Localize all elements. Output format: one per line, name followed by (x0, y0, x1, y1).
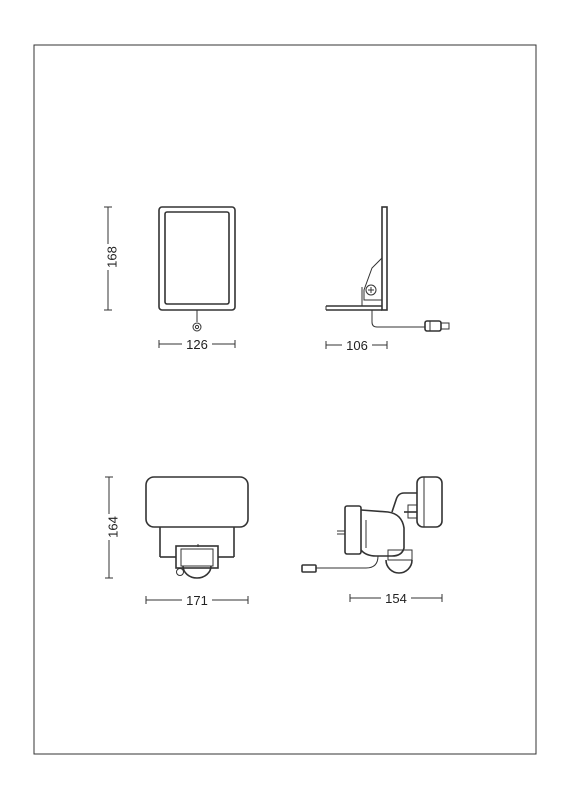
dimension-panel-width: 126 (158, 336, 236, 352)
solar-panel-side-view (325, 206, 450, 332)
dimension-label-panel-height: 168 (104, 246, 119, 268)
dimension-lamp-width: 171 (145, 592, 249, 608)
dimension-panel-depth: 106 (325, 337, 388, 353)
dimension-panel-height: 168 (100, 206, 119, 311)
lamp-front-view (145, 476, 249, 579)
dimension-label-lamp-depth: 154 (385, 591, 407, 606)
dimension-label-lamp-width: 171 (186, 593, 208, 608)
dimension-label-panel-width: 126 (186, 337, 208, 352)
solar-panel-front-view (158, 206, 236, 332)
dimension-label-panel-depth: 106 (346, 338, 368, 353)
drawing-border (33, 44, 537, 755)
dimension-label-lamp-height: 164 (105, 516, 120, 538)
lamp-side-view (301, 476, 443, 574)
dimension-lamp-height: 164 (101, 476, 120, 579)
dimension-lamp-depth: 154 (349, 590, 443, 606)
